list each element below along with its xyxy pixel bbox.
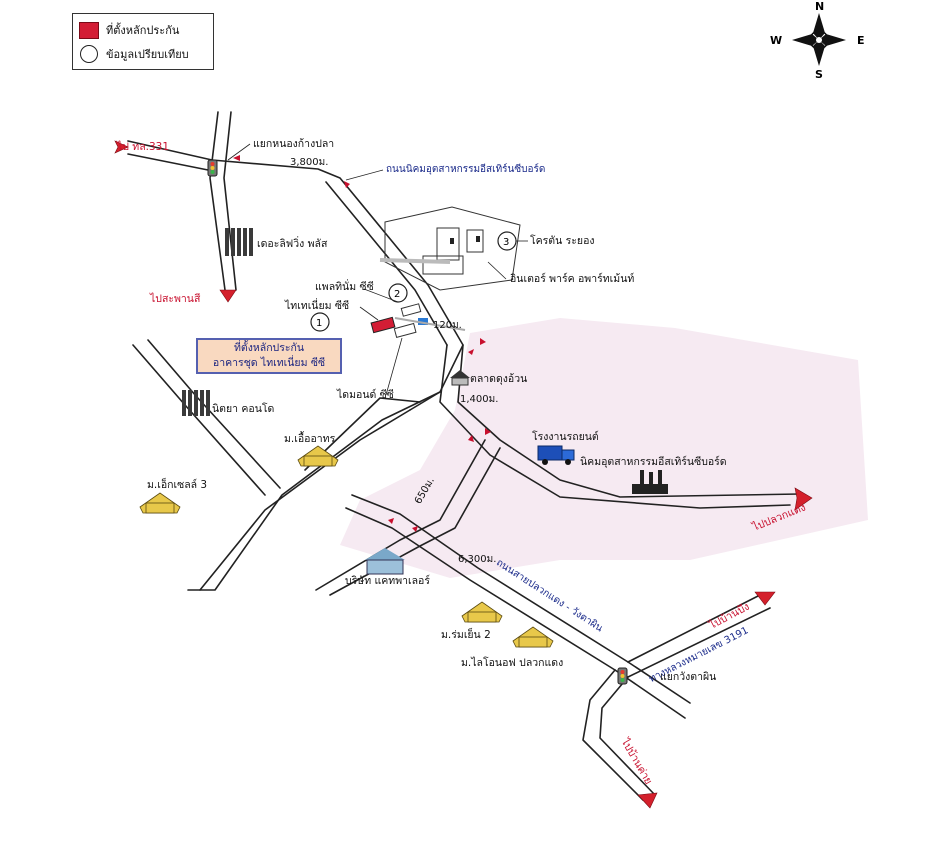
label-platinum: แพลทินั่ม ซีซี <box>315 279 374 293</box>
property-title: ที่ตั้งหลักประกัน <box>233 342 305 354</box>
arrow-to-ban-bueng <box>754 591 776 606</box>
property-callout: ที่ตั้งหลักประกัน อาคารชุด ไทเทเนี่ยม ซี… <box>196 338 342 374</box>
compass-e: E <box>857 34 865 47</box>
compass-rose-icon <box>792 13 846 66</box>
factory-icon <box>632 470 668 494</box>
label-cotton: โครตัน ระยอง <box>530 234 595 247</box>
label-aua: ม.เอื้ออาทร <box>284 431 336 445</box>
label-inter-park: อินเตอร์ พาร์ค อพาร์ทเม้นท์ <box>510 272 634 285</box>
circle-icon <box>80 45 98 63</box>
truck-icon <box>537 445 575 465</box>
market-icon <box>450 370 470 386</box>
compass-w: W <box>770 34 782 47</box>
traffic-light-wang-ta-phin <box>617 667 628 685</box>
compass-s: S <box>815 68 823 81</box>
niya-building-icon <box>182 390 210 416</box>
label-pluak-road: ถนนสายปลวกแดง - วังตาผิน <box>494 557 605 634</box>
direction-markers <box>233 155 491 532</box>
label-titanium: ไทเทเนี่ยม ซีซี <box>284 298 349 312</box>
legend-label-comparison: ข้อมูลเปรียบเทียบ <box>106 48 189 61</box>
inter-park-block <box>379 206 521 291</box>
dist-6300: 6,300ม. <box>458 554 496 565</box>
label-the-living-plus: เดอะลิฟวิ่ง พลัส <box>257 236 328 250</box>
arrow-to-331 <box>114 140 129 154</box>
label-nong-kang-pla: แยกหนองก้างปลา <box>253 138 334 150</box>
condo-building-icon <box>225 228 253 256</box>
leader-lines <box>227 143 528 396</box>
property-location <box>370 303 466 339</box>
house-icon <box>512 626 554 648</box>
dist-3800: 3,800ม. <box>290 157 328 168</box>
label-caterpillar: บริษัท แคทพาเลอร์ <box>345 574 430 587</box>
dist-1400: 1,400ม. <box>460 394 498 405</box>
svg-text:1: 1 <box>316 318 322 329</box>
arrow-to-saphan <box>219 289 237 303</box>
house-icon <box>461 601 503 623</box>
property-subtitle: อาคารชุด ไทเทเนี่ยม ซีซี <box>212 357 326 369</box>
label-estate: นิคมอุตสาหกรรมอีสเทิร์นซีบอร์ด <box>580 455 727 468</box>
label-to-331: ไป ทล.331 <box>116 140 169 153</box>
traffic-light-nong-kang-pla <box>207 159 218 177</box>
arrow-to-ban-khai <box>637 792 658 809</box>
label-market: ตลาดดุงอ้วน <box>470 373 527 385</box>
comparison-marker-3: 3 <box>497 231 517 251</box>
label-car-factory: โรงงานรถยนต์ <box>532 430 599 443</box>
label-lifeoff: ม.ไลโอนอฟ ปลวกแดง <box>461 656 563 669</box>
legend-item-comparison: ข้อมูลเปรียบเทียบ <box>79 42 207 66</box>
arrow-to-plaeng <box>794 487 813 511</box>
label-diamond: ไดมอนด์ ซีซี <box>336 388 394 401</box>
comparison-marker-1: 1 <box>310 312 330 332</box>
compass-n: N <box>815 0 824 13</box>
svg-text:3: 3 <box>503 237 509 248</box>
direction-arrows <box>114 140 813 809</box>
label-niya: นิตยา คอนโด <box>212 402 274 415</box>
industrial-zone <box>340 318 868 578</box>
red-square-icon <box>79 21 99 39</box>
label-to-saphan: ไปสะพานสี <box>149 292 201 305</box>
label-exchange: ม.เอ็กเซลล์ 3 <box>147 477 207 491</box>
map-legend: ที่ตั้งหลักประกัน ข้อมูลเปรียบเทียบ <box>72 13 214 70</box>
dist-120: 120ม. <box>433 320 462 331</box>
house-icon <box>297 445 339 467</box>
legend-label-property: ที่ตั้งหลักประกัน <box>106 24 180 37</box>
svg-text:2: 2 <box>394 289 400 300</box>
legend-item-property: ที่ตั้งหลักประกัน <box>79 18 207 42</box>
label-to-ban-khai: ไปบ้านค่าย <box>618 735 655 786</box>
label-wang-ta-phin: แยกวังตาผิน <box>660 671 716 683</box>
label-rom-yen: ม.ร่มเย็น 2 <box>441 627 491 641</box>
warehouse-icon <box>365 548 405 575</box>
label-ind-road: ถนนนิคมอุตสาหกรรมอีสเทิร์นซีบอร์ด <box>386 163 545 175</box>
house-icon <box>139 492 181 514</box>
